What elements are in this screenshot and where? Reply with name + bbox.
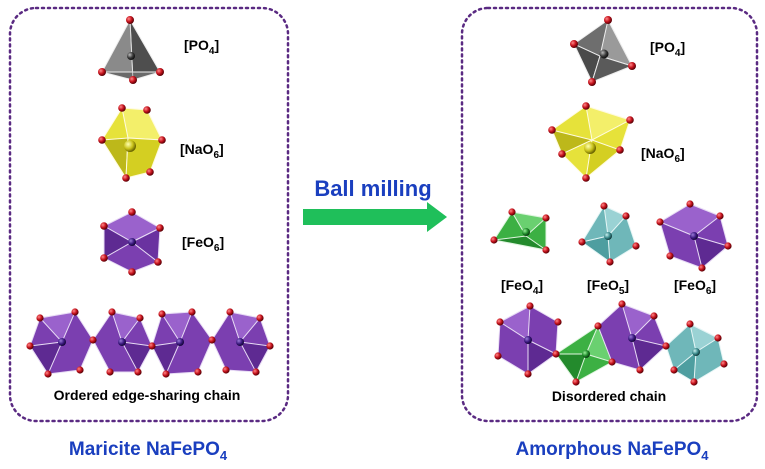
dchain-octahedron-1 bbox=[497, 305, 559, 375]
label-nao6-right: [NaO6] bbox=[641, 145, 685, 165]
caption-disordered-chain: Disordered chain bbox=[552, 388, 666, 404]
label-po4-right: [PO4] bbox=[650, 39, 685, 59]
right-panel-border bbox=[460, 6, 759, 423]
label-feo6-right: [FeO6] bbox=[674, 277, 716, 297]
nao6-octahedron-left bbox=[98, 104, 166, 182]
ordered-chain bbox=[26, 308, 274, 378]
feo6-octahedron-left bbox=[100, 208, 164, 276]
po4-tetrahedron-left bbox=[98, 16, 164, 84]
title-amorphous: Amorphous NaFePO4 bbox=[515, 439, 709, 463]
po4-tetrahedron-right bbox=[570, 16, 636, 86]
label-nao6-left: [NaO6] bbox=[180, 141, 224, 161]
feo6-octahedron-right bbox=[656, 200, 732, 272]
dchain-polyhedron-teal bbox=[665, 323, 725, 383]
label-feo4: [FeO4] bbox=[501, 277, 543, 297]
caption-ordered-chain: Ordered edge-sharing chain bbox=[54, 387, 241, 403]
label-feo6-left: [FeO6] bbox=[182, 234, 224, 254]
label-feo5: [FeO5] bbox=[587, 277, 629, 297]
chain-octahedron-3 bbox=[151, 311, 213, 376]
chain-oxygen-atoms bbox=[26, 308, 274, 378]
nao6-octahedron-right bbox=[548, 102, 634, 182]
chain-octahedron-2 bbox=[92, 311, 153, 374]
title-maricite: Maricite NaFePO4 bbox=[69, 439, 228, 463]
dchain-oxygen-atoms bbox=[494, 300, 728, 386]
chain-octahedron-1 bbox=[29, 311, 94, 376]
feo5-polyhedron bbox=[578, 202, 640, 266]
feo4-tetrahedron bbox=[490, 208, 550, 254]
disordered-chain bbox=[494, 300, 728, 386]
left-panel-border bbox=[8, 6, 290, 423]
ball-milling-arrow bbox=[303, 202, 447, 232]
label-po4-left: [PO4] bbox=[184, 37, 219, 57]
arrow-label: Ball milling bbox=[314, 176, 431, 201]
